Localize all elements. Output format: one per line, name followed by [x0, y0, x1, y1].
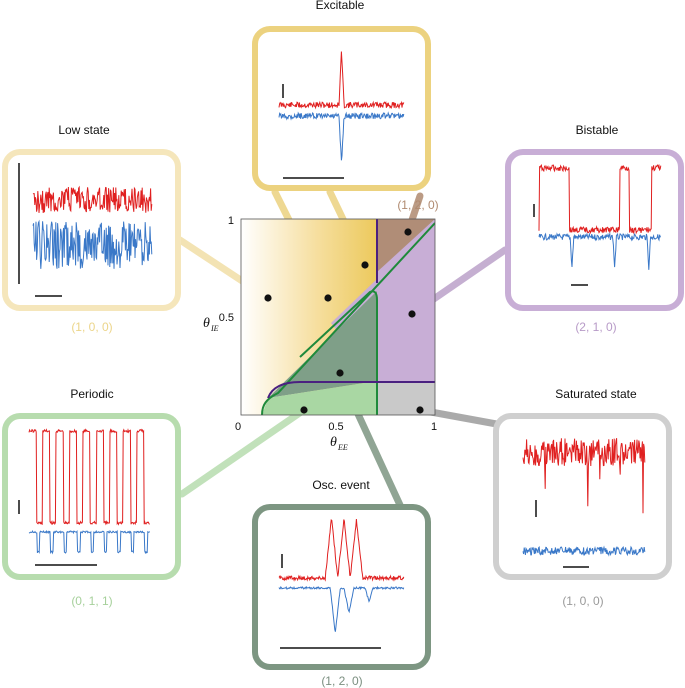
panel-count-excitable: (1, 2, 0) [397, 198, 438, 212]
boundary-purple-horizontal [267, 381, 435, 399]
x-tick-1: 1 [431, 421, 437, 433]
trace-inhibitory [278, 111, 405, 161]
trace-excitatory [278, 51, 405, 110]
y-axis-subscript: IE [210, 324, 219, 333]
marker-low-state [264, 294, 272, 302]
marker-bistable-excitable [404, 228, 412, 236]
panel-title-bistable: Bistable [576, 123, 619, 137]
panel-title-periodic: Periodic [70, 387, 113, 401]
panel-title-low-state: Low state [58, 123, 110, 137]
panel-count-saturated: (1, 0, 0) [562, 594, 603, 608]
panel-count-bistable: (2, 1, 0) [575, 320, 616, 334]
x-axis-label: θ EE [330, 435, 348, 452]
x-axis-subscript: EE [337, 443, 348, 452]
x-tick-0: 0 [235, 421, 241, 433]
trace-excitatory [538, 163, 662, 235]
panel-title-osc-event: Osc. event [312, 478, 370, 492]
panel-osc-event: Osc. event (1, 2, 0) [252, 478, 431, 688]
panel-periodic: Periodic (0, 1, 1) [2, 387, 181, 608]
panel-title-excitable: Excitable [316, 0, 365, 12]
region-bistable-excitable [377, 219, 435, 272]
trace-inhibitory [32, 219, 153, 269]
panel-frame-excitable [252, 26, 431, 191]
marker-periodic [300, 406, 308, 414]
boundary-green-diagonal [261, 222, 435, 415]
trace-inhibitory [278, 585, 405, 632]
y-tick-1: 1 [228, 215, 234, 227]
panel-low-state: Low state (1, 0, 0) [2, 123, 181, 334]
panel-excitable: Excitable (1, 2, 0) [252, 0, 439, 212]
marker-excitable-a [324, 294, 332, 302]
phase-diagram: 0 0.5 1 0.5 1 θ EE θ IE [203, 215, 437, 452]
trace-excitatory [278, 519, 405, 582]
x-axis-symbol: θ [330, 435, 337, 450]
phase-plot-frame [240, 218, 436, 416]
trace-excitatory [522, 438, 646, 514]
panel-frame-periodic [2, 413, 181, 580]
panel-frame-low-state [2, 149, 181, 311]
panel-frame-osc-event [252, 504, 431, 670]
trace-inhibitory [28, 529, 150, 555]
x-tick-0.5: 0.5 [328, 421, 343, 433]
trace-inhibitory [522, 545, 646, 557]
y-axis-label: θ IE [203, 316, 219, 333]
region-bistable-upper [331, 219, 435, 415]
region-markers [264, 228, 424, 414]
boundary-green-closed [299, 290, 378, 415]
panel-count-low-state: (1, 0, 0) [71, 320, 112, 334]
panel-count-osc-event: (1, 2, 0) [321, 674, 362, 688]
y-tick-0.5: 0.5 [219, 312, 234, 324]
connector-periodic [178, 406, 308, 498]
marker-bistable [408, 310, 416, 318]
region-periodic [262, 381, 377, 415]
y-axis-symbol: θ [203, 316, 210, 331]
marker-excitable-b [361, 261, 369, 269]
marker-saturated [416, 406, 424, 414]
trace-excitatory [32, 185, 153, 214]
trace-excitatory [28, 428, 150, 526]
panel-saturated: Saturated state (1, 0, 0) [493, 387, 672, 608]
panel-bistable: Bistable (2, 1, 0) [505, 123, 684, 334]
panel-count-periodic: (0, 1, 1) [71, 594, 112, 608]
panel-title-saturated: Saturated state [555, 387, 637, 401]
region-saturated [377, 381, 435, 415]
trace-inhibitory [538, 232, 661, 270]
marker-osc-event [336, 369, 344, 377]
